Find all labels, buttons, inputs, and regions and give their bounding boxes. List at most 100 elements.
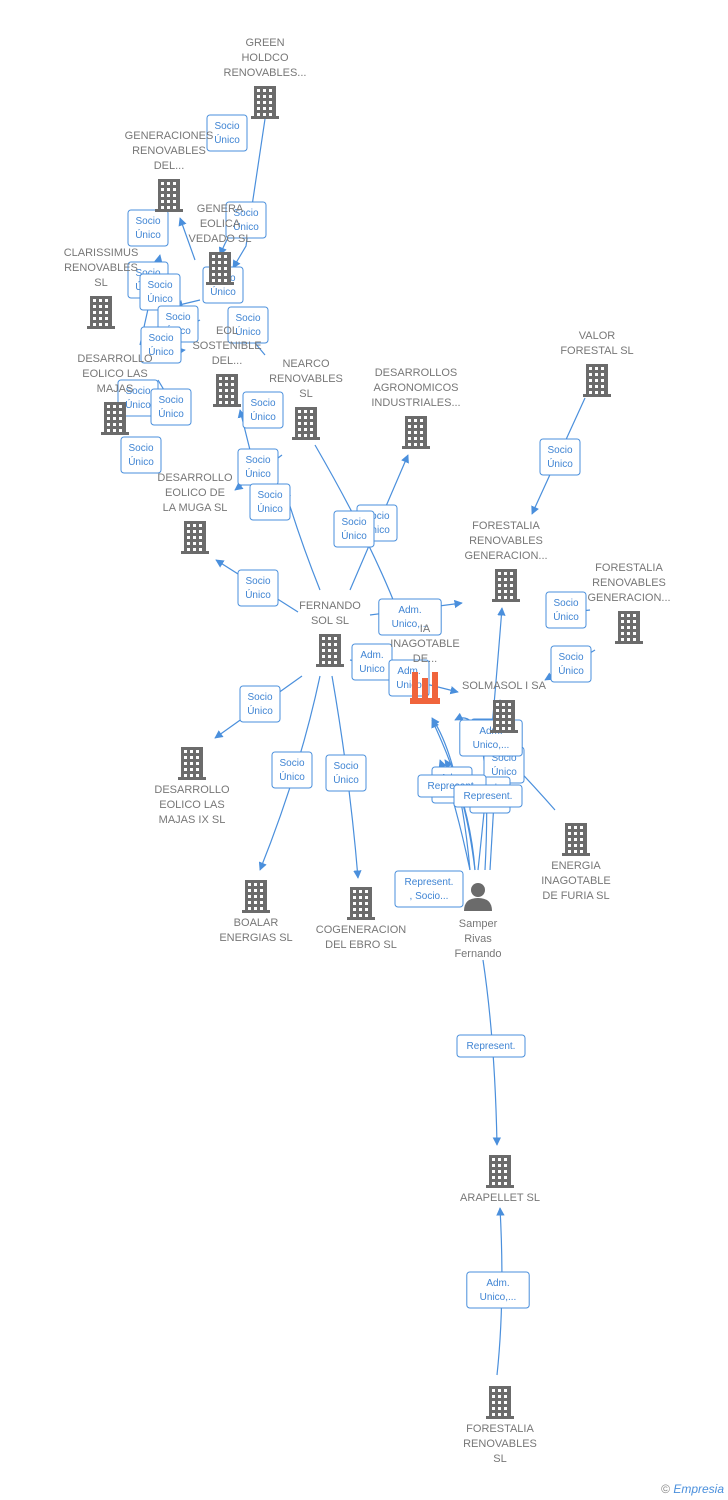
node-frg2[interactable]: FORESTALIARENOVABLESGENERACION...: [587, 562, 671, 644]
edge-label-text: Represent.: [464, 791, 513, 802]
node-label: INDUSTRIALES...: [371, 397, 460, 409]
edge-label[interactable]: Represent., Socio...: [394, 870, 464, 908]
node-label: EOLICA: [200, 218, 241, 230]
edge-label[interactable]: Represent.: [456, 1034, 526, 1058]
node-label: SOLMASOL I SA: [462, 680, 547, 692]
edge-label-text: Represent.: [467, 1041, 516, 1052]
node-label: LA MUGA SL: [163, 502, 228, 514]
edge-label-text: Único: [148, 345, 174, 358]
edge-label-text: Socio: [135, 216, 160, 227]
node-label: INAGOTABLE: [541, 875, 610, 887]
edge-label[interactable]: Adm.Unico: [388, 659, 430, 697]
node-label: EOLICO LAS: [82, 368, 147, 380]
edge-label[interactable]: Adm.Unico,...: [378, 598, 442, 636]
node-label: SOSTENIBLE: [192, 340, 261, 352]
node-label: EOLICO DE: [165, 487, 225, 499]
node-label: Fernando: [454, 948, 501, 960]
edge-label[interactable]: Adm.Unico: [351, 643, 393, 681]
factory-icon: [410, 672, 440, 704]
node-main[interactable]: IAINAGOTABLEDE...: [390, 623, 460, 704]
edge-label-text: Socio: [147, 280, 172, 291]
edge-label-text: Adm.: [360, 650, 383, 661]
node-label: DE FURIA SL: [542, 890, 609, 902]
node-label: EOLICO LAS: [159, 799, 224, 811]
edge-label-text: Socio: [125, 386, 150, 397]
node-label: DEL EBRO SL: [325, 939, 397, 951]
building-icon: [347, 887, 375, 920]
node-label: SL: [94, 277, 107, 289]
node-label: GENERACION...: [587, 592, 670, 604]
node-label: ARAPELLET SL: [460, 1192, 540, 1204]
node-label: HOLDCO: [241, 52, 289, 64]
node-frg1[interactable]: FORESTALIARENOVABLESGENERACION...: [464, 520, 548, 602]
node-arapellet[interactable]: ARAPELLET SL: [460, 1155, 540, 1204]
edge-label[interactable]: Adm.Unico,...: [466, 1271, 530, 1309]
building-icon: [486, 1386, 514, 1419]
edge-label-text: Único: [247, 704, 273, 717]
node-solmasol[interactable]: SOLMASOL I SA: [462, 680, 547, 733]
building-icon: [87, 296, 115, 329]
node-label: INAGOTABLE: [390, 638, 459, 650]
edge-label-text: Adm.: [397, 666, 420, 677]
edge-label-text: Socio: [245, 576, 270, 587]
building-icon: [101, 402, 129, 435]
edge-label[interactable]: Represent.: [453, 784, 523, 808]
edge-label-text: Socio: [364, 511, 389, 522]
edge-label-text: Unico,...: [480, 1292, 517, 1303]
edge-label-text: Socio: [165, 312, 190, 323]
edge-label-text: Único: [547, 457, 573, 470]
edge-label-text: Unico,...: [473, 740, 510, 751]
edge-label-text: Único: [491, 765, 517, 778]
edge-label-text: Socio: [158, 395, 183, 406]
edge-label-text: Socio: [279, 758, 304, 769]
node-dagro[interactable]: DESARROLLOSAGRONOMICOSINDUSTRIALES...: [371, 367, 461, 449]
building-icon: [402, 416, 430, 449]
edge-label-text: Adm.: [398, 605, 421, 616]
node-label: GENERA: [197, 203, 244, 215]
brand-logo[interactable]: Empresia: [673, 1482, 724, 1496]
node-green[interactable]: GREENHOLDCORENOVABLES...: [224, 37, 307, 119]
node-label: SL: [299, 388, 312, 400]
node-eol[interactable]: EOLSOSTENIBLEDEL...: [192, 325, 262, 407]
node-label: Rivas: [464, 933, 492, 945]
node-label: FORESTALIA: [595, 562, 663, 574]
node-gen1[interactable]: GENERACIONESRENOVABLESDEL...: [125, 130, 214, 212]
building-icon: [492, 569, 520, 602]
building-icon: [213, 374, 241, 407]
edge-label-text: Socio: [247, 692, 272, 703]
edge-label-text: , Socio...: [410, 891, 449, 902]
